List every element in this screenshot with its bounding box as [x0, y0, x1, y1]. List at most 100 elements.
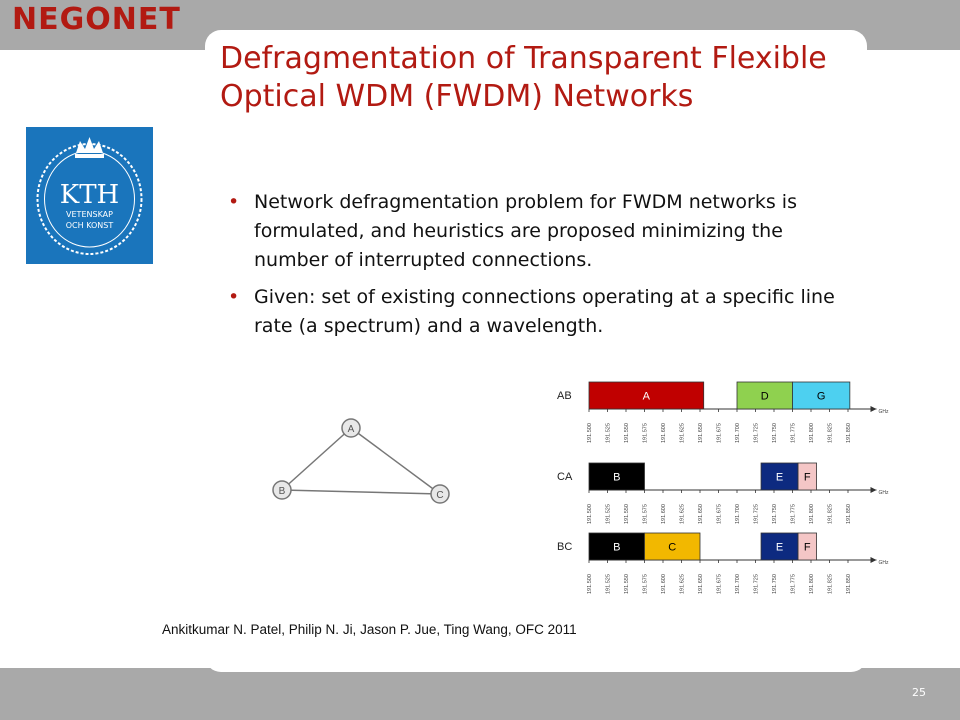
axis-arrow-icon: [870, 557, 877, 563]
axis-arrow-icon: [870, 487, 877, 493]
bullet-dot-icon: •: [228, 191, 240, 213]
tick-label: 191.550: [624, 504, 630, 524]
node-a-label: A: [348, 424, 355, 435]
tick-label: 191.500: [587, 504, 593, 524]
tick-label: 191.800: [809, 574, 815, 594]
crown-icon: [76, 137, 103, 153]
axis-unit: GHz: [879, 409, 890, 415]
logo-kth-text: KTH: [60, 180, 119, 210]
tick-label: 191.550: [624, 423, 630, 443]
block-label: D: [761, 391, 769, 403]
node-c: [430, 484, 450, 504]
spectrum-block: [797, 462, 817, 491]
spectrum-block: [588, 381, 705, 410]
tick-label: 191.625: [680, 574, 686, 594]
tick-label: 191.525: [606, 574, 612, 594]
edge-ac: [350, 427, 441, 495]
tick-label: 191.750: [772, 504, 778, 524]
tick-label: 191.800: [809, 423, 815, 443]
bullet-dot-icon: •: [228, 286, 240, 308]
tick-label: 191.825: [828, 574, 834, 594]
bullet-text: Network defragmentation problem for FWDM…: [254, 191, 797, 271]
block-label: A: [643, 391, 651, 403]
kth-logo: KTH VETENSKAP OCH KONST: [26, 127, 153, 264]
tick-label: 191.775: [791, 423, 797, 443]
tick-label: 191.625: [680, 504, 686, 524]
content-panel: [205, 30, 867, 672]
tick-label: 191.775: [791, 574, 797, 594]
block-label: E: [776, 472, 783, 484]
citation: Ankitkumar N. Patel, Philip N. Ji, Jason…: [162, 622, 577, 637]
node-a: [341, 418, 361, 438]
tick-label: 191.500: [587, 574, 593, 594]
tick-label: 191.600: [661, 423, 667, 443]
block-label: F: [804, 472, 811, 484]
block-label: B: [613, 472, 620, 484]
network-graph: A B C: [272, 418, 450, 504]
block-label: E: [776, 542, 783, 554]
spectrum-block: [644, 532, 701, 561]
tick-label: 191.575: [643, 574, 649, 594]
block-label: G: [817, 391, 826, 403]
tick-label: 191.650: [698, 574, 704, 594]
tick-label: 191.725: [754, 574, 760, 594]
spectrum-block: [760, 532, 799, 561]
tick-label: 191.675: [717, 504, 723, 524]
tick-label: 191.700: [735, 574, 741, 594]
spectrum-block: [588, 462, 645, 491]
tick-label: 191.700: [735, 504, 741, 524]
spectrum-block: [760, 462, 799, 491]
slide-title: Defragmentation of Transparent Flexible …: [220, 41, 827, 114]
tick-label: 191.500: [587, 423, 593, 443]
node-b-label: B: [279, 486, 286, 497]
tick-label: 191.625: [680, 423, 686, 443]
bullet-list: • Network defragmentation problem for FWD…: [228, 188, 848, 349]
link-label: CA: [557, 471, 573, 483]
tick-label: 191.825: [828, 504, 834, 524]
bullet-item: • Network defragmentation problem for FWD…: [228, 188, 848, 275]
tick-label: 191.675: [717, 423, 723, 443]
edge-ab: [281, 427, 352, 491]
tick-label: 191.750: [772, 574, 778, 594]
tick-label: 191.525: [606, 504, 612, 524]
tick-label: 191.600: [661, 574, 667, 594]
spectrum-block: [792, 381, 851, 410]
node-b: [272, 480, 292, 500]
tick-label: 191.650: [698, 504, 704, 524]
tick-label: 191.850: [846, 423, 852, 443]
axis-unit: GHz: [879, 560, 890, 566]
link-label: BC: [557, 541, 572, 553]
block-label: F: [804, 542, 811, 554]
tick-label: 191.825: [828, 423, 834, 443]
node-c-label: C: [436, 490, 443, 501]
axis-unit: GHz: [879, 490, 890, 496]
tick-label: 191.575: [643, 504, 649, 524]
spectrum-block: [797, 532, 817, 561]
bullet-text: Given: set of existing connections opera…: [254, 286, 835, 337]
tick-label: 191.850: [846, 574, 852, 594]
logo-line1: VETENSKAP: [66, 210, 113, 219]
tick-label: 191.725: [754, 423, 760, 443]
brand-name: NEGONET: [12, 2, 181, 37]
spectrum-block: [736, 381, 793, 410]
tick-label: 191.700: [735, 423, 741, 443]
axis-arrow-icon: [870, 406, 877, 412]
block-label: B: [613, 542, 620, 554]
logo-line2: OCH KONST: [66, 221, 114, 230]
link-label: AB: [557, 390, 572, 402]
tick-label: 191.800: [809, 504, 815, 524]
edge-bc: [281, 489, 441, 495]
tick-label: 191.575: [643, 423, 649, 443]
bullet-item: • Given: set of existing connections oper…: [228, 283, 848, 341]
page-number: 25: [912, 686, 926, 699]
tick-label: 191.600: [661, 504, 667, 524]
tick-label: 191.725: [754, 504, 760, 524]
tick-label: 191.650: [698, 423, 704, 443]
tick-label: 191.675: [717, 574, 723, 594]
tick-label: 191.550: [624, 574, 630, 594]
block-label: C: [668, 542, 676, 554]
tick-label: 191.850: [846, 504, 852, 524]
tick-label: 191.525: [606, 423, 612, 443]
tick-label: 191.775: [791, 504, 797, 524]
